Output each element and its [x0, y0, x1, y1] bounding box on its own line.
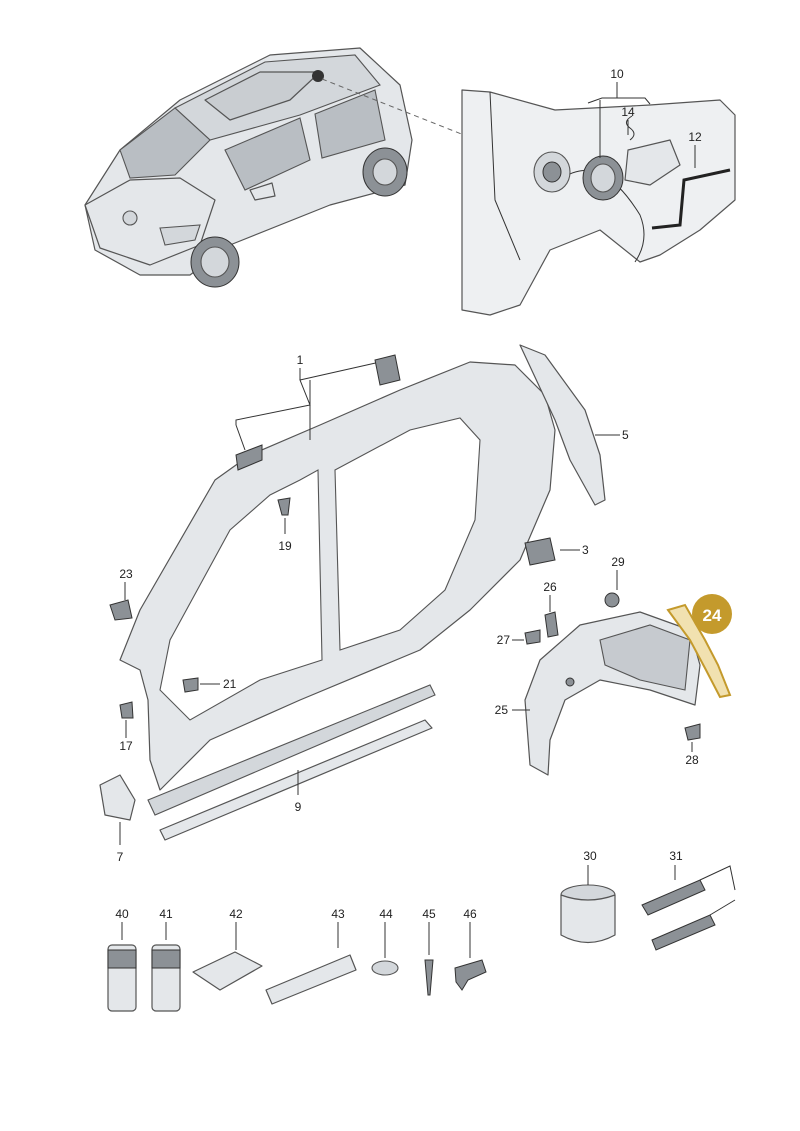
callout-46: 46	[463, 907, 477, 921]
fuel-filler-flap-icon	[461, 89, 736, 316]
callout-3: 3	[582, 543, 589, 557]
car-overview-icon	[84, 47, 413, 288]
callout-31: 31	[669, 849, 683, 863]
callout-30: 30	[583, 849, 597, 863]
callout-17: 17	[119, 739, 133, 753]
callout-21: 21	[223, 677, 237, 691]
callout-44: 44	[379, 907, 393, 921]
callout-10: 10	[610, 67, 624, 81]
callout-26: 26	[543, 580, 557, 594]
callout-42: 42	[229, 907, 243, 921]
side-panel-frame-icon	[119, 361, 556, 816]
callout-45: 45	[422, 907, 436, 921]
callout-19: 19	[278, 539, 292, 553]
callout-40: 40	[115, 907, 129, 921]
callout-9: 9	[295, 800, 302, 814]
callout-28: 28	[685, 753, 699, 767]
callout-7: 7	[117, 850, 124, 864]
callout-43: 43	[331, 907, 345, 921]
callout-25: 25	[495, 703, 509, 717]
callout-1: 1	[297, 353, 304, 367]
wheel-housing-liner-icon	[524, 611, 701, 776]
highlight-badge	[692, 594, 732, 634]
callout-14: 14	[621, 105, 635, 119]
callout-24: 24	[703, 606, 722, 625]
callout-29: 29	[611, 555, 625, 569]
callout-12: 12	[688, 130, 702, 144]
callout-41: 41	[159, 907, 173, 921]
callout-5: 5	[622, 428, 629, 442]
callout-27: 27	[497, 633, 511, 647]
callout-23: 23	[119, 567, 133, 581]
